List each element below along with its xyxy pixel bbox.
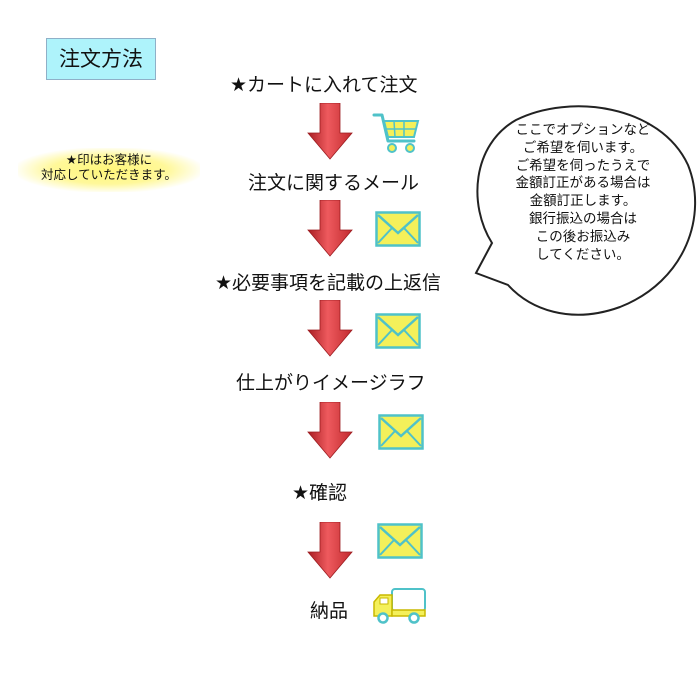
note-line: 対応していただきます。 <box>41 167 177 182</box>
cart-icon <box>372 113 420 153</box>
bubble-line: してください。 <box>536 246 630 263</box>
step-order-mail: 注文に関するメール <box>248 172 420 194</box>
page-title: 注文方法 <box>46 38 156 80</box>
bubble-line: 銀行振込の場合は <box>529 210 637 227</box>
bubble-text: ここでオプションなど ご希望を伺います。 ご希望を伺ったうえで 金額訂正がある場… <box>498 122 668 264</box>
bubble-line: ご希望を伺ったうえで <box>515 157 651 174</box>
mail-icon <box>375 313 421 349</box>
bubble-line: この後お振込み <box>535 228 631 245</box>
customer-action-note: ★印はお客様に 対応していただきます。 <box>18 148 200 192</box>
down-arrow-icon <box>307 103 353 160</box>
bubble-line: 金額訂正します。 <box>529 193 637 210</box>
truck-icon <box>373 588 426 624</box>
bubble-line: 金額訂正がある場合は <box>515 175 651 192</box>
mail-icon <box>375 211 421 247</box>
down-arrow-icon <box>307 300 353 357</box>
down-arrow-icon <box>307 402 353 459</box>
mail-icon <box>378 414 424 450</box>
bubble-line: ここでオプションなど <box>515 122 651 138</box>
down-arrow-icon <box>307 200 353 257</box>
step-reply-required: ★必要事項を記載の上返信 <box>215 272 442 294</box>
speech-bubble <box>474 105 697 316</box>
step-delivery: 納品 <box>310 600 349 622</box>
mail-icon <box>377 523 423 559</box>
note-line: ★印はお客様に <box>65 152 153 167</box>
bubble-line: ご希望を伺います。 <box>522 139 644 156</box>
step-cart-order: ★カートに入れて注文 <box>230 74 418 96</box>
down-arrow-icon <box>307 522 353 579</box>
step-confirm: ★確認 <box>292 482 348 504</box>
step-image-rough: 仕上がりイメージラフ <box>236 372 426 394</box>
